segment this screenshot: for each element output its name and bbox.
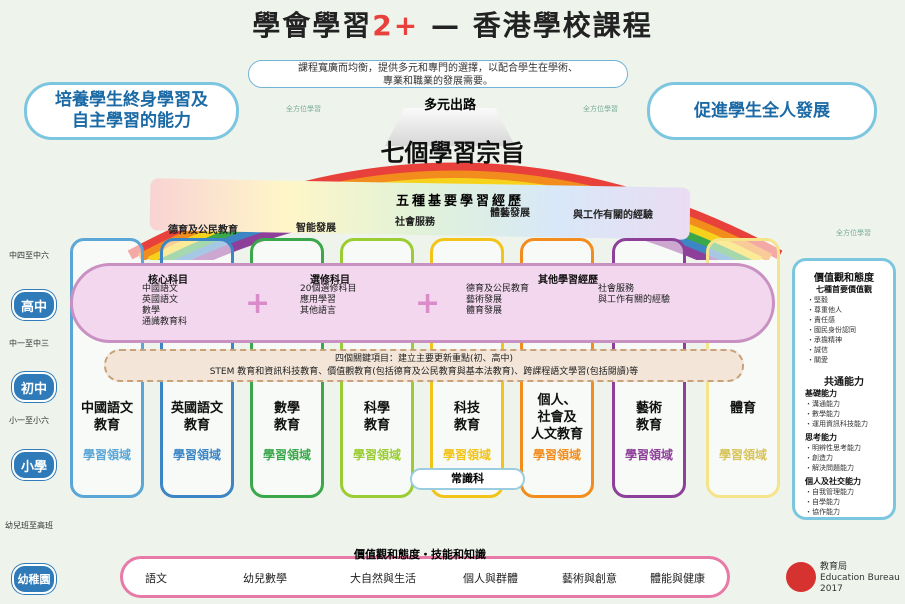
stage-range-primary: 小一至小六 [9, 416, 49, 425]
curriculum-subtitle: 課程寬廣而均衡，提供多元和專門的選擇，以配合學生在學術、 專業和職業的發展需要。 [248, 60, 628, 88]
vals-item: ・尊重他人 [807, 306, 842, 314]
kla-name-3: 科學 教育 [363, 401, 390, 433]
vals-item: ・責任感 [807, 316, 835, 324]
key-tasks-line2: STEM 教育和資訊科技教育、價值觀教育(包括德育及公民教育與基本法教育)、跨課… [209, 367, 639, 377]
seven-learning-goals: 七個學習宗旨 [380, 139, 525, 167]
exp-career: 與工作有關的經驗 [573, 210, 653, 221]
social-item: ・協作能力 [805, 508, 840, 516]
vals-item: ・誠信 [807, 346, 828, 354]
goal-lifelong-learning: 培養學生終身學習及 自主學習的能力 [24, 82, 239, 140]
kg-domain-3: 個人與群體 [463, 572, 518, 585]
basic-item: ・數學能力 [805, 410, 840, 418]
lwl-label-1: 全方位學習 [286, 105, 321, 113]
vals-item: ・關愛 [807, 356, 828, 364]
core-subjects-heading: 核心科目 [148, 275, 188, 286]
thinking-item: ・解決問題能力 [805, 464, 854, 472]
lwl-label-2: 全方位學習 [583, 105, 618, 113]
ole-heading: 其他學習經歷 [538, 275, 598, 286]
exp-moral: 德育及公民教育 [168, 225, 238, 236]
stage-range-junior: 中一至中三 [9, 339, 49, 348]
kindergarten-band [120, 556, 730, 598]
values-title: 價值觀和態度 [814, 273, 874, 284]
general-studies: 常識科 [410, 468, 525, 490]
kla-name-7: 體育 [729, 401, 756, 416]
values-generic-skills-panel: 價值觀和態度 七種首要價值觀 ・堅毅・尊重他人・責任感・國民身份認同・承擔精神・… [792, 258, 896, 520]
kla-area-label-3: 學習領域 [352, 448, 401, 462]
lwl-label-3: 全方位學習 [836, 229, 871, 237]
page-title: 學會學習2+ — 香港學校課程 [252, 9, 653, 42]
generic-skills-title: 共通能力 [824, 377, 864, 388]
kg-domain-0: 語文 [145, 572, 167, 585]
kg-domain-4: 藝術與創意 [562, 572, 617, 585]
thinking-item: ・創造力 [805, 454, 833, 462]
exp-intellectual: 智能發展 [296, 223, 336, 234]
key-tasks-line1: 四個關鍵項目：建立主要更新重點(初、高中) [334, 354, 514, 364]
edb-credit: 教育局 Education Bureau 2017 [820, 562, 900, 594]
kg-domain-1: 幼兒數學 [243, 572, 287, 585]
kla-area-label-0: 學習領域 [82, 448, 131, 462]
goal-whole-person: 促進學生全人發展 [647, 82, 877, 140]
stage-range-senior: 中四至中六 [9, 251, 49, 260]
kla-name-2: 數學 教育 [273, 401, 300, 433]
exp-aesthetic: 體藝發展 [490, 208, 530, 219]
social-item: ・自學能力 [805, 498, 840, 506]
kla-name-6: 藝術 教育 [635, 401, 662, 433]
kla-name-5: 個人、 社會及 人文教育 [530, 393, 583, 442]
kla-area-label-6: 學習領域 [624, 448, 673, 462]
plus-icon: + [415, 286, 441, 321]
five-experiences-title: 五種基要學習經歷 [395, 194, 524, 209]
four-key-tasks: 四個關鍵項目：建立主要更新重點(初、高中) STEM 教育和資訊科技教育、價值觀… [104, 349, 744, 382]
basic-item: ・溝通能力 [805, 400, 840, 408]
social-skills-title: 個人及社交能力 [805, 477, 861, 486]
ole-list-b: 社會服務 與工作有關的經驗 [598, 284, 671, 305]
stage-senior-secondary: 高中 [12, 290, 56, 320]
values-subtitle: 七種首要價值觀 [816, 285, 872, 294]
thinking-item: ・明辨性思考能力 [805, 444, 861, 452]
ole-list-a: 德育及公民教育 藝術發展 體育發展 [466, 284, 530, 316]
vals-item: ・國民身份認同 [807, 326, 856, 334]
thinking-skills-title: 思考能力 [805, 433, 837, 442]
kg-domain-5: 體能與健康 [650, 572, 705, 585]
basic-item: ・運用資訊科技能力 [805, 420, 868, 428]
stage-junior-secondary: 初中 [12, 372, 56, 402]
kla-area-label-5: 學習領域 [532, 448, 581, 462]
vals-item: ・堅毅 [807, 296, 828, 304]
stage-kindergarten: 幼稚園 [12, 564, 56, 594]
elective-subjects-list: 20個選修科目 應用學習 其他語言 [300, 284, 357, 316]
plus-icon: + [245, 286, 271, 321]
stage-primary: 小學 [12, 450, 56, 480]
senior-subjects-band [70, 263, 775, 343]
kg-domain-2: 大自然與生活 [350, 572, 416, 585]
diverse-paths-label: 多元出路 [423, 98, 476, 113]
values-skills-label: 價值觀和態度・技能和知識 [354, 548, 486, 561]
stage-range-kindergarten: 幼兒班至高班 [5, 521, 53, 530]
kla-name-1: 英國語文 教育 [170, 401, 223, 433]
elective-subjects-heading: 選修科目 [310, 275, 350, 286]
stairs-graphic [385, 108, 515, 146]
kla-name-4: 科技 教育 [453, 401, 480, 433]
hksar-emblem-icon [786, 562, 816, 592]
vals-item: ・承擔精神 [807, 336, 842, 344]
kla-area-label-1: 學習領域 [172, 448, 221, 462]
basic-skills-title: 基礎能力 [805, 389, 837, 398]
exp-community: 社會服務 [395, 217, 435, 228]
core-subjects-list: 中國語文 英國語文 數學 通識教育科 [142, 284, 188, 327]
kla-area-label-2: 學習領域 [262, 448, 311, 462]
kla-name-0: 中國語文 教育 [80, 401, 133, 433]
kla-area-label-7: 學習領域 [718, 448, 767, 462]
kla-area-label-4: 學習領域 [442, 448, 491, 462]
social-item: ・自我管理能力 [805, 488, 854, 496]
